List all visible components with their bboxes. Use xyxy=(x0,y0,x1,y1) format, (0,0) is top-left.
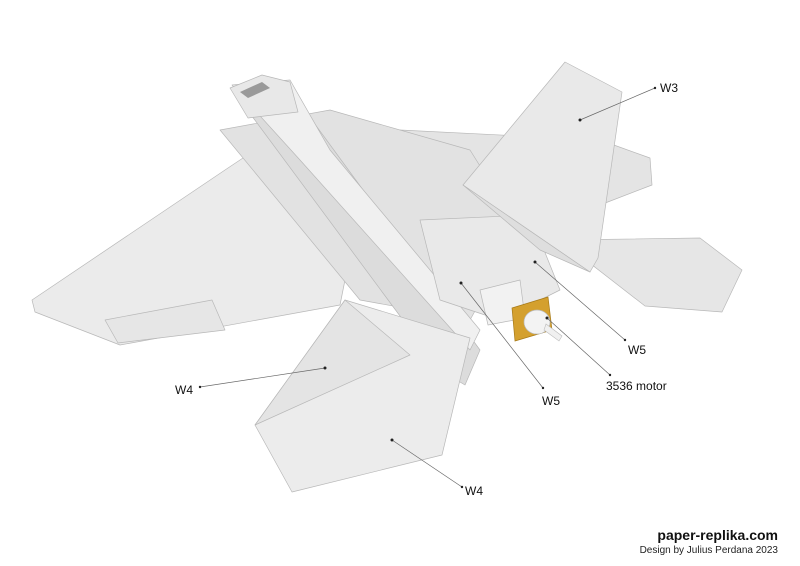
motor-body xyxy=(523,309,551,335)
left-wing-flap xyxy=(104,299,226,344)
leader-dots xyxy=(198,86,657,489)
label-w4-bottom: W4 xyxy=(465,484,483,498)
label-w3: W3 xyxy=(660,81,678,95)
right-stabilizer xyxy=(559,237,743,313)
motor-shaft xyxy=(543,323,563,342)
label-w5-right: W5 xyxy=(628,343,646,357)
design-credit: Design by Julius Perdana 2023 xyxy=(639,545,778,556)
label-w4-left: W4 xyxy=(175,383,193,397)
leader-lines xyxy=(199,87,656,488)
label-motor: 3536 motor xyxy=(606,379,667,393)
left-wing xyxy=(31,149,346,346)
intake xyxy=(240,82,270,98)
site-name: paper-replika.com xyxy=(657,527,778,543)
tail-root xyxy=(462,184,591,273)
left-stabilizer-upper xyxy=(254,299,411,426)
canopy xyxy=(229,74,299,119)
label-w5-center: W5 xyxy=(542,394,560,408)
fuselage-top xyxy=(231,79,481,351)
